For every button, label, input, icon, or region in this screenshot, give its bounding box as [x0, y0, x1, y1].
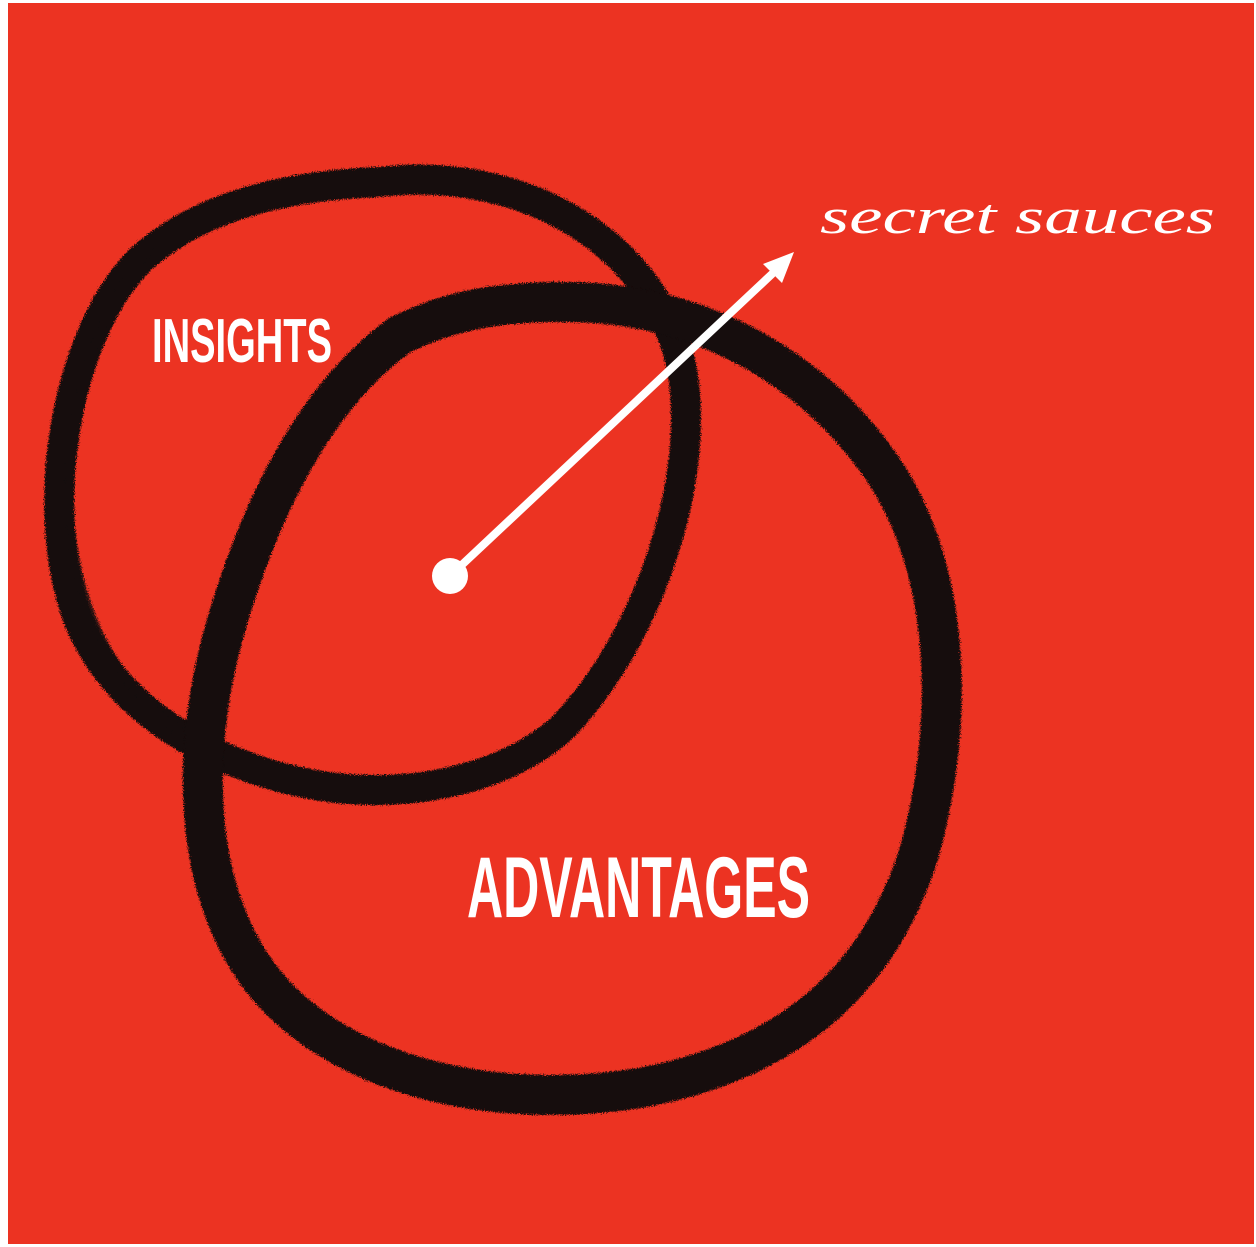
arrow-shaft — [446, 270, 776, 580]
arrowhead-icon — [763, 252, 794, 283]
advantages-ring-stroke — [182, 281, 962, 1115]
secret-sauces-label: secret sauces — [820, 188, 1215, 244]
intersection-dot — [432, 558, 468, 594]
advantages-circle — [182, 281, 962, 1115]
secret-sauces-pointer — [432, 252, 794, 594]
insights-ring-thin-stroke — [64, 245, 195, 745]
advantages-label: ADVANTAGES — [467, 840, 810, 936]
insights-label: INSIGHTS — [152, 307, 332, 376]
insights-circle — [44, 164, 701, 806]
